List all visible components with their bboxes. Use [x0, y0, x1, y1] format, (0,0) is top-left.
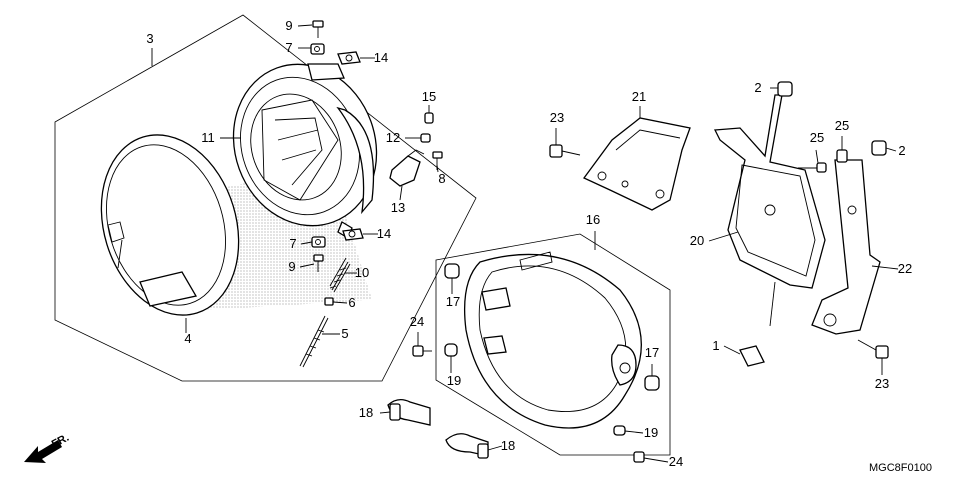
- socket-15: [424, 112, 434, 124]
- diagram-code: MGC8F0100: [869, 462, 932, 474]
- bracket-group: [549, 81, 889, 367]
- callout-c9a: 9: [285, 18, 292, 33]
- collar-2-right: [871, 140, 887, 156]
- fastener-collar-7-bottom: [311, 236, 326, 248]
- callout-c2b: 2: [898, 143, 905, 158]
- collar-1: [739, 345, 765, 367]
- callout-c17a: 17: [446, 294, 460, 309]
- callout-c15: 15: [422, 89, 436, 104]
- callout-c5: 5: [341, 326, 348, 341]
- callout-c25a: 25: [810, 130, 824, 145]
- callout-c6: 6: [348, 295, 355, 310]
- grommet-17-left: [444, 263, 460, 279]
- front-arrow-icon: [24, 440, 62, 463]
- stay-20: [713, 94, 826, 327]
- callout-c7b: 7: [289, 236, 296, 251]
- headlight-unit: [232, 63, 378, 239]
- front-direction-indicator: FR.: [24, 432, 71, 463]
- bolt-23-bottom: [857, 339, 889, 359]
- callout-c2a: 2: [754, 80, 761, 95]
- callout-c21: 21: [632, 89, 646, 104]
- bolt-23-top: [549, 144, 581, 158]
- grommet-17-right: [644, 375, 660, 391]
- group-boundary-3: [54, 14, 477, 382]
- callout-c16: 16: [586, 212, 600, 227]
- headlight-group: [100, 20, 443, 368]
- adjusting-screw-5: [299, 315, 329, 368]
- bolt-24-left: [412, 345, 432, 357]
- fastener-collar-7-top: [310, 43, 325, 55]
- stay-22: [811, 159, 881, 335]
- bolt-25-right: [836, 149, 848, 163]
- callout-c19a: 19: [447, 373, 461, 388]
- callout-c24a: 24: [410, 314, 424, 329]
- callout-c23a: 23: [550, 110, 564, 125]
- callout-c14b: 14: [377, 226, 391, 241]
- callout-c22: 22: [898, 261, 912, 276]
- callout-c25b: 25: [835, 118, 849, 133]
- leader-lines: [151, 24, 899, 463]
- callout-c20: 20: [690, 233, 704, 248]
- front-direction-label: FR.: [50, 432, 71, 451]
- callout-c9b: 9: [288, 259, 295, 274]
- bolt-24-right: [633, 451, 657, 463]
- callout-c3: 3: [146, 31, 153, 46]
- callout-c11: 11: [201, 130, 215, 145]
- callout-c18a: 18: [359, 405, 373, 420]
- headlight-case: [463, 251, 642, 429]
- callout-c18b: 18: [501, 438, 515, 453]
- callout-c12: 12: [386, 130, 400, 145]
- callout-c19b: 19: [644, 425, 658, 440]
- callout-c1: 1: [712, 338, 719, 353]
- bracket-21: [583, 117, 691, 211]
- clamp-18-left: [387, 398, 431, 426]
- callout-c4: 4: [184, 331, 191, 346]
- fastener-grommet-14-top: [337, 51, 361, 65]
- collar-2-top: [777, 81, 793, 97]
- fastener-bolt-9-bottom: [313, 254, 324, 272]
- grommet-19-left: [444, 343, 458, 357]
- grommet-19-right: [613, 425, 626, 436]
- callout-c23b: 23: [875, 376, 889, 391]
- bolt-25-left: [798, 162, 827, 173]
- callout-c13: 13: [391, 200, 405, 215]
- adjusting-spring-10: [329, 257, 351, 293]
- callout-c10: 10: [355, 265, 369, 280]
- callout-c17b: 17: [645, 345, 659, 360]
- fastener-grommet-14-bottom: [342, 228, 364, 241]
- headlight-rim: [100, 134, 240, 316]
- bracket-13: [389, 149, 425, 187]
- callout-c14a: 14: [374, 50, 388, 65]
- nut-6: [324, 297, 334, 306]
- headlight-case-group: [387, 251, 660, 463]
- cap-12: [420, 133, 431, 143]
- callout-c8: 8: [438, 171, 445, 186]
- clamp-18-right: [445, 433, 489, 459]
- callout-c24b: 24: [669, 454, 683, 469]
- fastener-bolt-9-top: [312, 20, 324, 38]
- group-boundary-16: [435, 233, 671, 456]
- callout-c7a: 7: [285, 40, 292, 55]
